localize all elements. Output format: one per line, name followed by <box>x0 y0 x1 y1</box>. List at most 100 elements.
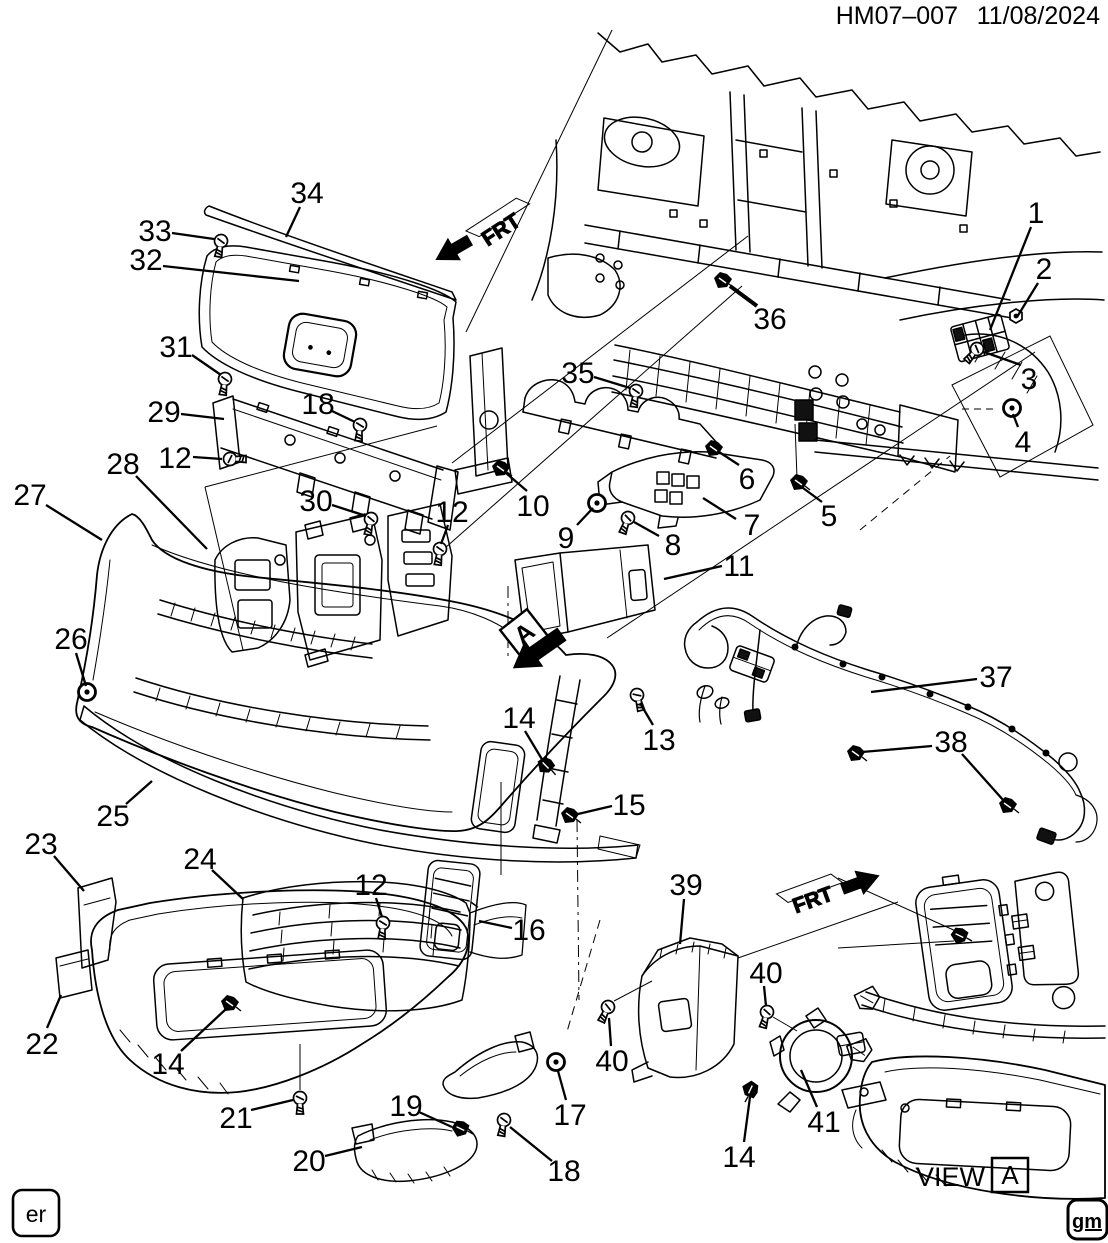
view-ref-letter: A <box>1001 1160 1019 1190</box>
callout-leader-line <box>162 264 300 283</box>
callout-11: 11 <box>663 550 755 583</box>
drawing-date: 11/08/2024 <box>977 2 1100 30</box>
screw-icon <box>629 687 646 713</box>
impact-bar-art <box>212 395 459 535</box>
section-a-marker: A <box>498 607 567 669</box>
callout-leader-line <box>171 231 215 241</box>
callout-30: 30 <box>299 485 367 518</box>
callout-number: 29 <box>147 396 180 429</box>
callout-number: 36 <box>753 303 786 336</box>
callout-number: 12 <box>354 869 387 902</box>
callout-number: 14 <box>151 1048 184 1081</box>
callout-number: 8 <box>665 529 682 562</box>
screw-icon <box>628 383 644 409</box>
callout-40: 40 <box>595 1017 629 1078</box>
callout-leader-line <box>331 409 356 424</box>
er-badge: er <box>26 1201 47 1227</box>
callout-leader-line <box>45 504 103 541</box>
callout-leader-line <box>799 1069 819 1108</box>
callout-39: 39 <box>669 869 703 945</box>
callout-leader-line <box>1016 282 1039 318</box>
callout-leader-line <box>439 524 450 545</box>
screw-icon <box>213 233 229 259</box>
callout-leader-line <box>191 354 222 376</box>
callout-leader-line <box>961 753 1005 802</box>
callout-5: 5 <box>802 487 838 533</box>
callout-8: 8 <box>633 520 682 562</box>
callout-leader-line <box>331 503 367 518</box>
callout-7: 7 <box>702 497 760 542</box>
screw-icon <box>618 510 636 536</box>
frt-front-marker: FRT <box>435 197 531 261</box>
callout-41: 41 <box>799 1069 841 1139</box>
callout-25: 25 <box>96 780 153 833</box>
gm-logo: gm <box>1072 1211 1102 1233</box>
callout-leader-line <box>135 475 208 550</box>
callout-leader-line <box>180 1008 227 1052</box>
clip-icon <box>950 927 973 944</box>
callout-31: 31 <box>159 331 222 376</box>
callout-number: 24 <box>183 843 216 876</box>
clip-icon <box>714 272 735 289</box>
view-label: VIEW <box>916 1162 986 1192</box>
callout-leader-line <box>633 520 660 538</box>
callout-number: 32 <box>129 244 162 277</box>
grille-panel-art <box>198 245 457 421</box>
bumper-bracket-assembly-art <box>214 503 453 668</box>
callout-15: 15 <box>577 789 646 822</box>
callout-number: 28 <box>106 448 139 481</box>
clip-icon <box>221 995 242 1012</box>
callout-13: 13 <box>639 702 676 757</box>
callout-leader-line <box>418 1110 453 1129</box>
screw-icon <box>217 371 233 397</box>
callout-number: 26 <box>54 623 87 656</box>
callout-number: 21 <box>219 1102 252 1135</box>
fog-bezel-art <box>419 859 481 961</box>
callout-35: 35 <box>561 357 631 390</box>
section-a-arrow <box>512 627 567 669</box>
callout-32: 32 <box>129 244 300 283</box>
callout-26: 26 <box>54 623 88 687</box>
callout-12: 12 <box>435 496 469 545</box>
callout-33: 33 <box>138 215 215 248</box>
callout-16: 16 <box>478 914 546 947</box>
callout-leader-line <box>284 206 302 238</box>
body-structure-art <box>531 32 1105 481</box>
callout-leader-line <box>870 677 978 694</box>
clip-icon <box>561 807 582 824</box>
callout-6: 6 <box>718 451 755 496</box>
callout-14: 14 <box>151 1008 227 1081</box>
callout-number: 30 <box>299 485 332 518</box>
callout-number: 40 <box>749 957 782 990</box>
callout-number: 22 <box>25 1028 58 1061</box>
closeout-bracket-art <box>631 937 739 1083</box>
callout-22: 22 <box>25 994 63 1061</box>
callout-leader-line <box>74 652 88 687</box>
screw-icon <box>496 1112 512 1138</box>
bumper-fascia-art <box>75 513 617 844</box>
callout-number: 12 <box>158 442 191 475</box>
callout-number: 2 <box>1036 253 1053 286</box>
callout-18: 18 <box>301 388 356 424</box>
callout-leader-line <box>742 1096 752 1143</box>
callout-number: 5 <box>821 500 838 533</box>
lower-valance-art <box>55 877 539 1100</box>
grommet-icon <box>1002 398 1022 418</box>
callout-number: 40 <box>595 1045 628 1078</box>
callout-number: 13 <box>642 724 675 757</box>
sensor-connector-art <box>950 313 1010 363</box>
callout-number: 20 <box>292 1145 325 1178</box>
callout-leader-line <box>524 730 544 762</box>
clip-icon <box>537 756 557 776</box>
callout-number: 18 <box>301 388 334 421</box>
callout-number: 15 <box>612 789 645 822</box>
callout-leader-line <box>324 1145 363 1158</box>
callout-36: 36 <box>728 284 787 336</box>
callout-14: 14 <box>722 1096 756 1174</box>
callout-leader-line <box>607 1017 613 1047</box>
callout-3: 3 <box>983 350 1037 396</box>
callout-14: 14 <box>502 702 544 762</box>
callout-number: 11 <box>723 550 754 583</box>
callout-28: 28 <box>106 448 208 550</box>
